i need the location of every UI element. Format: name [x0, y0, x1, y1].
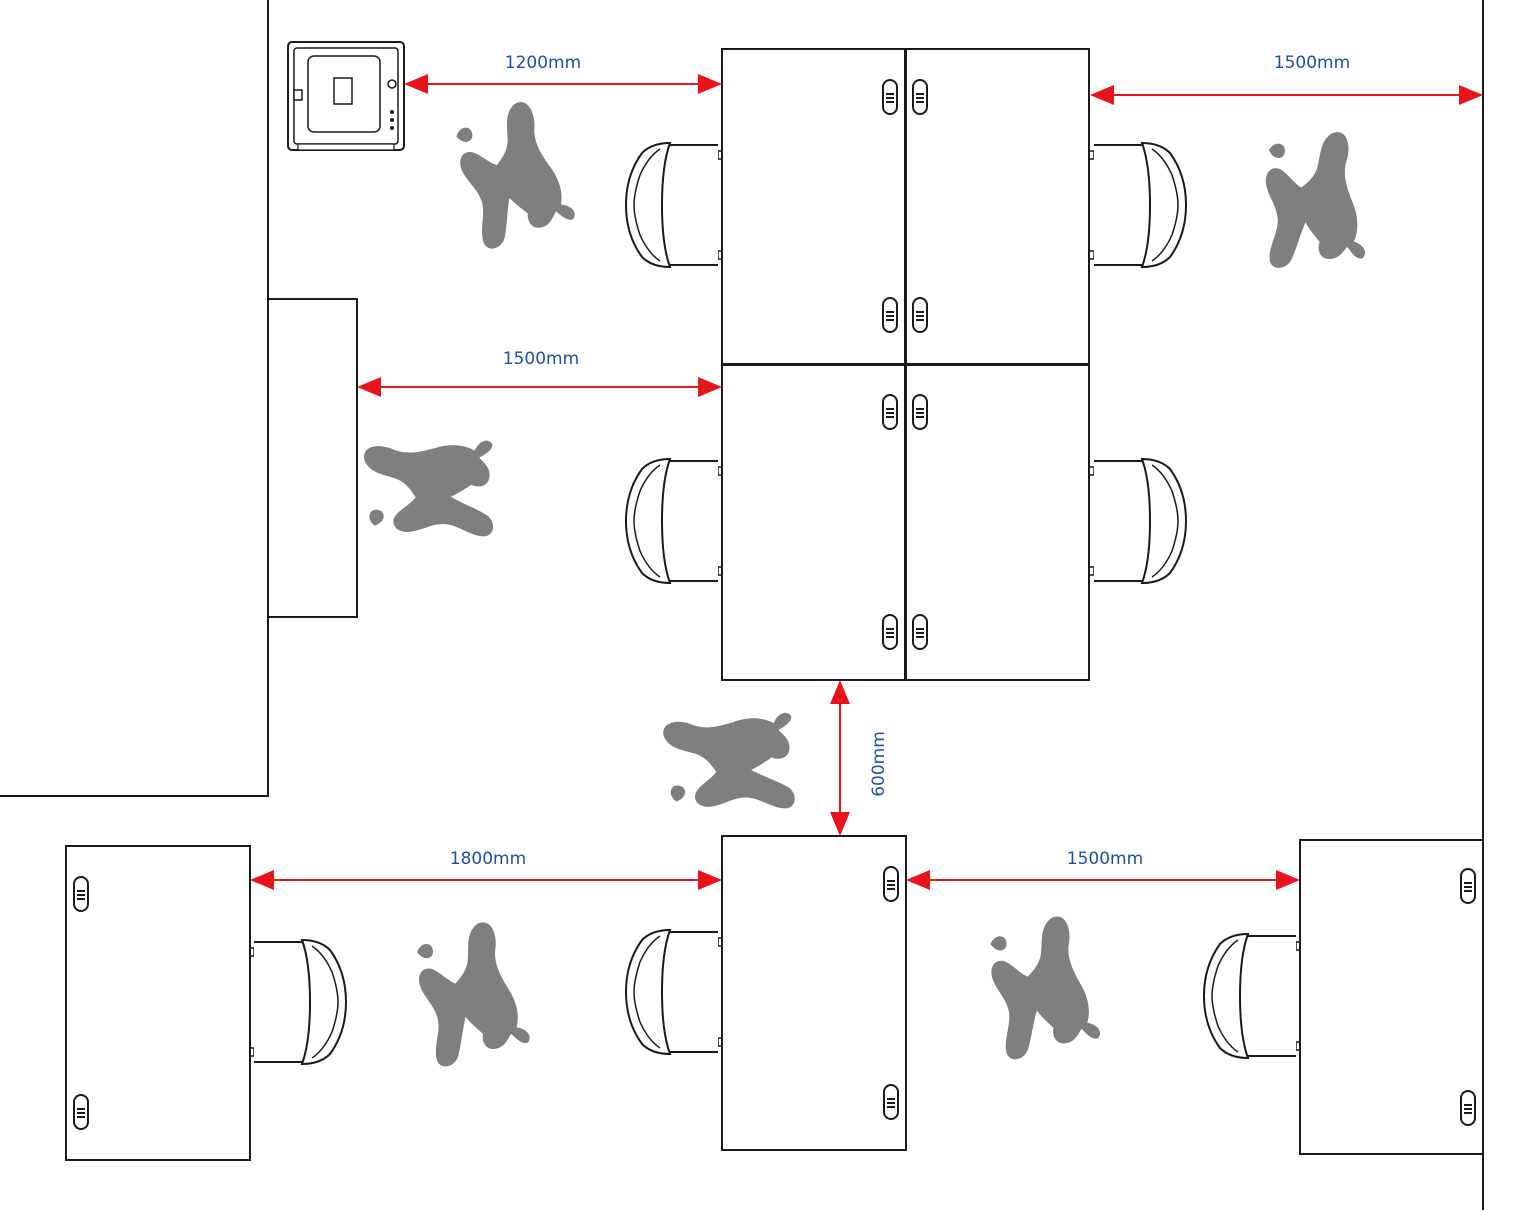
desk — [721, 48, 906, 365]
drawer-handle-icon — [73, 876, 89, 912]
desk-center — [721, 835, 907, 1151]
desk-right — [1299, 839, 1484, 1155]
dimension-arrows — [250, 74, 1483, 890]
drawer-handle-icon — [882, 79, 898, 115]
desk — [905, 48, 1090, 365]
drawer-handle-icon — [73, 1094, 89, 1130]
drawer-handle-icon — [912, 394, 928, 430]
drawer-handle-icon — [882, 614, 898, 650]
printer-icon — [287, 41, 405, 151]
drawer-handle-icon — [1460, 868, 1476, 904]
drawer-handle-icon — [912, 297, 928, 333]
drawer-handle-icon — [883, 1084, 899, 1120]
office-chair-icon — [1086, 458, 1187, 584]
bottom-desks — [65, 835, 1484, 1161]
walking-person-icon — [651, 692, 810, 822]
drawer-handle-icon — [882, 394, 898, 430]
dim-label-desk-wall: 1500mm — [1274, 53, 1350, 73]
side-cabinet — [267, 298, 358, 618]
desk — [905, 364, 1090, 681]
dim-label-left-center: 1800mm — [450, 849, 526, 869]
drawer-handle-icon — [912, 614, 928, 650]
office-chair-icon — [625, 458, 726, 584]
left-wall-partition — [0, 0, 269, 797]
walking-person-icon — [452, 96, 578, 252]
dim-label-cabinet-desk: 1500mm — [503, 349, 579, 369]
dim-label-printer-desk: 1200mm — [505, 53, 581, 73]
walking-person-icon — [989, 915, 1101, 1061]
office-chair-icon — [246, 939, 347, 1065]
desk — [721, 364, 906, 681]
office-chair-icon — [1086, 142, 1187, 268]
drawer-handle-icon — [882, 297, 898, 333]
desk-left — [65, 845, 251, 1161]
drawer-handle-icon — [912, 79, 928, 115]
drawer-handle-icon — [883, 866, 899, 902]
walking-person-icon — [415, 919, 532, 1068]
dim-label-island-bottom: 600mm — [869, 731, 889, 797]
dim-label-center-right: 1500mm — [1067, 849, 1143, 869]
desk-island — [721, 48, 1090, 681]
office-chair-icon — [1203, 933, 1304, 1059]
walking-person-icon — [1256, 125, 1378, 277]
office-chair-icon — [625, 142, 726, 268]
drawer-handle-icon — [1460, 1090, 1476, 1126]
walking-person-icon — [350, 416, 511, 550]
dimension-labels: 1200mm 1500mm 1500mm 600mm 1800mm 1500mm — [450, 53, 1350, 869]
office-chair-icon — [625, 929, 726, 1055]
